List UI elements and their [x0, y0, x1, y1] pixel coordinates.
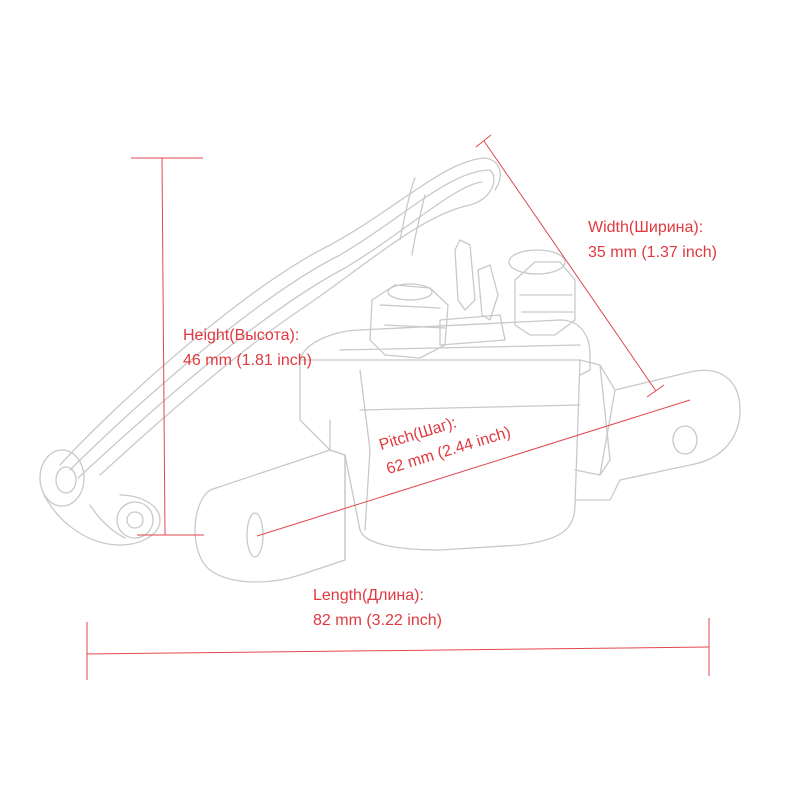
- width-value: 35 mm (1.37 inch): [588, 244, 717, 261]
- pitch-dimension: [256, 399, 691, 537]
- length-value: 82 mm (3.22 inch): [313, 612, 442, 629]
- mounting-bracket: [194, 369, 741, 583]
- wire-eyelet: [39, 449, 161, 546]
- height-name: Height(Высота):: [183, 327, 300, 344]
- length-dimension: [86, 618, 710, 680]
- height-label: Height(Высота): 46 mm (1.81 inch): [183, 323, 312, 373]
- terminal-nut-left: [369, 283, 449, 359]
- width-label: Width(Ширина): 35 mm (1.37 inch): [588, 215, 717, 265]
- spade-terminals: [439, 239, 506, 346]
- relay-housing: [299, 319, 616, 551]
- terminal-nut-right: [508, 249, 576, 336]
- width-name: Width(Ширина):: [588, 219, 704, 236]
- length-label: Length(Длина): 82 mm (3.22 inch): [313, 583, 442, 633]
- height-dimension: [131, 157, 204, 536]
- wire-loop: [59, 157, 501, 479]
- width-dimension: [475, 134, 665, 398]
- height-value: 46 mm (1.81 inch): [183, 352, 312, 369]
- length-name: Length(Длина):: [313, 587, 424, 604]
